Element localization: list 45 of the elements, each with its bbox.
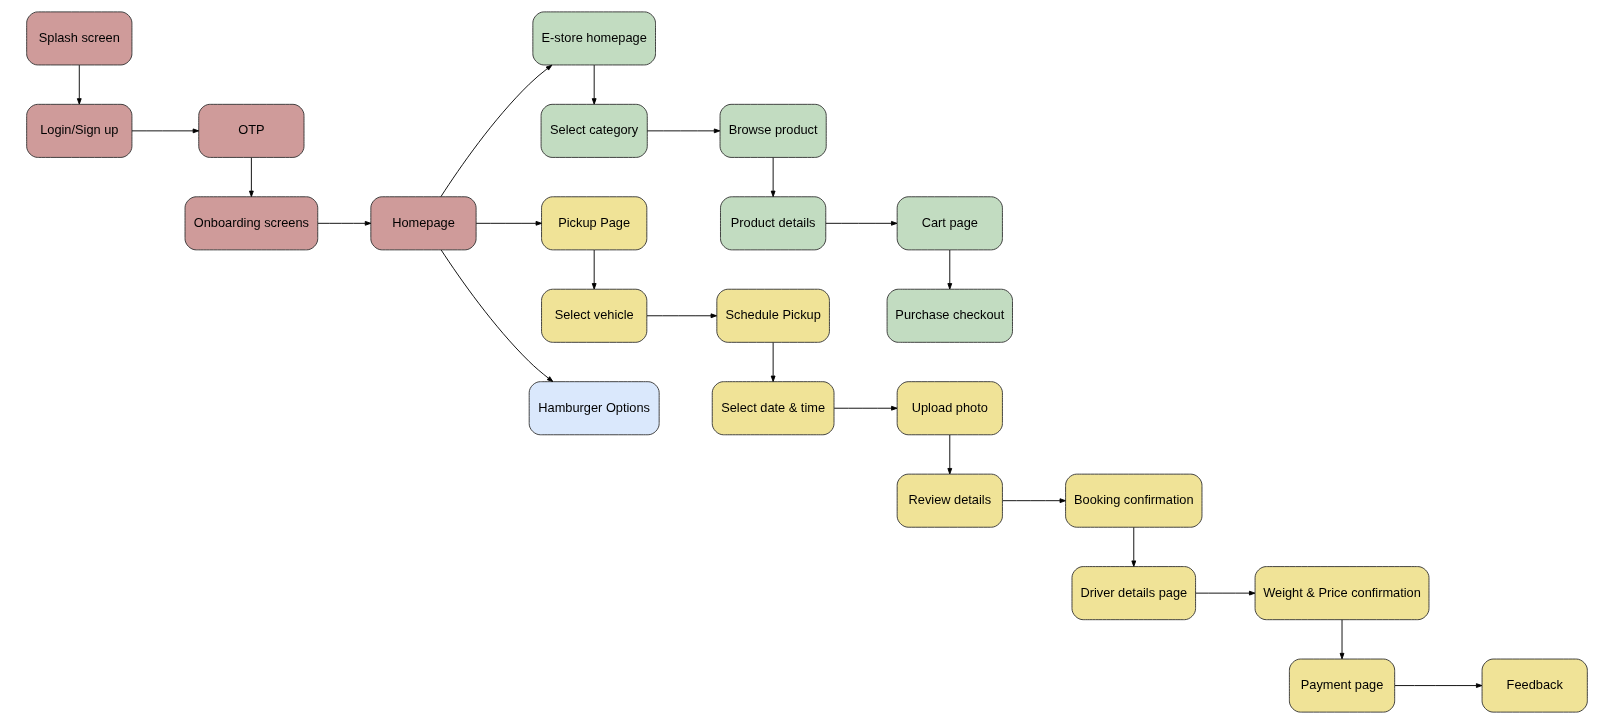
arrow bbox=[646, 313, 717, 319]
node-box: Select date & time bbox=[711, 381, 835, 436]
arrow bbox=[1339, 619, 1345, 660]
arrow bbox=[591, 249, 597, 290]
arrow bbox=[770, 157, 776, 198]
arrow bbox=[440, 64, 553, 197]
node-box: Payment page bbox=[1288, 658, 1396, 713]
node-box: Login/Sign up bbox=[26, 103, 133, 158]
node-box: Product details bbox=[720, 196, 827, 251]
arrow bbox=[1131, 526, 1137, 567]
node-box: Homepage bbox=[370, 196, 477, 251]
node-box: Purchase checkout bbox=[886, 288, 1013, 343]
node-box: Driver details page bbox=[1071, 566, 1197, 621]
node-box: Review details bbox=[896, 473, 1003, 528]
node-box: Upload photo bbox=[896, 381, 1003, 436]
node-box: Splash screen bbox=[26, 11, 133, 66]
arrow bbox=[475, 220, 542, 226]
node-box: Pickup Page bbox=[541, 196, 648, 251]
arrow bbox=[947, 249, 953, 290]
arrow bbox=[76, 64, 82, 105]
node-box: Cart page bbox=[896, 196, 1003, 251]
arrow bbox=[131, 128, 200, 134]
node-box: Weight & Price confirmation bbox=[1254, 566, 1430, 621]
arrow bbox=[440, 249, 554, 382]
arrow bbox=[1002, 498, 1066, 504]
arrow bbox=[646, 128, 721, 134]
arrow bbox=[249, 157, 254, 198]
node-box: Select vehicle bbox=[541, 288, 648, 343]
arrow bbox=[825, 220, 898, 226]
arrow bbox=[317, 220, 372, 226]
arrow bbox=[770, 342, 776, 382]
node-box: Hamburger Options bbox=[528, 381, 660, 436]
node-box: Browse product bbox=[719, 103, 827, 158]
node-box: OTP bbox=[198, 103, 305, 158]
node-box: Booking confirmation bbox=[1065, 473, 1203, 528]
arrow bbox=[947, 434, 953, 475]
node-box: Feedback bbox=[1481, 658, 1588, 713]
arrow bbox=[1195, 590, 1256, 596]
node-box: Onboarding screens bbox=[184, 196, 319, 251]
node-box: E-store homepage bbox=[532, 11, 656, 66]
node-box: Schedule Pickup bbox=[716, 288, 830, 343]
arrow bbox=[591, 64, 597, 105]
node-box: Select category bbox=[540, 103, 648, 158]
arrow bbox=[1394, 683, 1483, 688]
arrow bbox=[833, 405, 898, 411]
